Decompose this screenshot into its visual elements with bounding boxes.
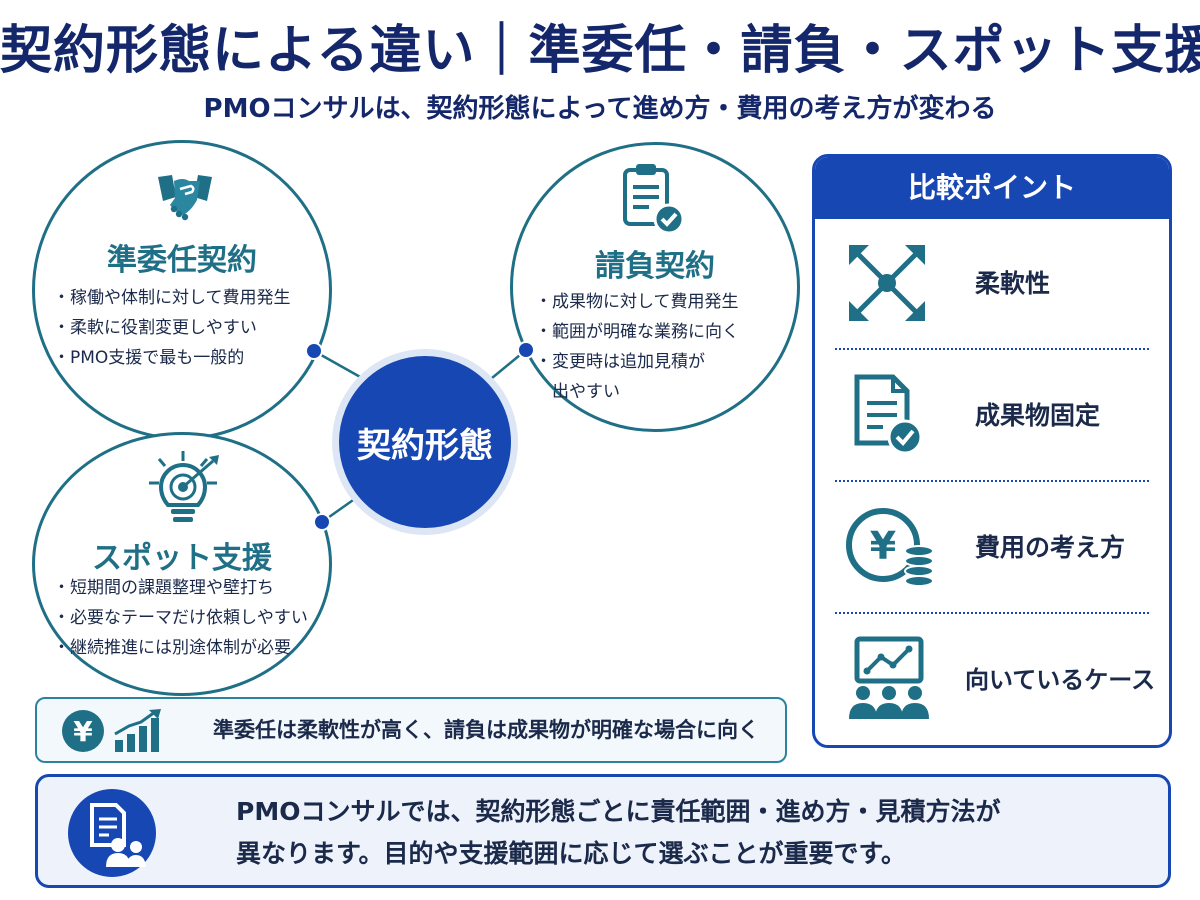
- handshake-icon: [155, 167, 215, 231]
- banner-text: 準委任は柔軟性が高く、請負は成果物が明確な場合に向く: [213, 718, 759, 742]
- divider: [835, 612, 1149, 614]
- connector-junin: [313, 349, 363, 380]
- expand-arrows-icon: [843, 239, 931, 331]
- spot-points: 短期間の課題整理や壁打ち 必要なテーマだけ依頼しやすい 継続推進には別途体制が必…: [53, 573, 308, 663]
- document-people-icon: [66, 787, 158, 883]
- comparison-item-suitable-case: 向いているケース: [815, 615, 1169, 745]
- spot-support-circle: スポット支援 短期間の課題整理や壁打ち 必要なテーマだけ依頼しやすい 継続推進に…: [32, 432, 332, 696]
- yen-growth-icon: ¥: [55, 708, 195, 758]
- document-check-icon: [843, 371, 931, 463]
- comparison-label: 柔軟性: [975, 269, 1051, 298]
- list-item: 範囲が明確な業務に向く: [535, 317, 739, 347]
- clipboard-check-icon: [615, 161, 693, 243]
- list-item: 成果物に対して費用発生: [535, 287, 739, 317]
- page-title: 契約形態による違い｜準委任・請負・スポット支援: [0, 21, 1200, 81]
- center-label: 契約形態: [357, 425, 493, 466]
- svg-text:¥: ¥: [870, 524, 896, 568]
- divider: [835, 348, 1149, 350]
- junin-contract-circle: 準委任契約 稼働や体制に対して費用発生 柔軟に役割変更しやすい PMO支援で最も…: [32, 140, 332, 440]
- comparison-item-fixed-deliverable: 成果物固定: [815, 351, 1169, 481]
- connector-dot-junin: [305, 342, 323, 360]
- center-node: 契約形態: [332, 349, 518, 535]
- junin-title: 準委任契約: [107, 243, 257, 278]
- list-item: 変更時は追加見積が: [535, 347, 739, 377]
- comparison-label: 費用の考え方: [975, 533, 1126, 562]
- comparison-panel: 比較ポイント 柔軟性: [812, 154, 1172, 748]
- yen-coins-icon: ¥: [843, 503, 939, 595]
- comparison-item-flexibility: 柔軟性: [815, 219, 1169, 349]
- comparison-heading: 比較ポイント: [815, 157, 1169, 219]
- list-item: PMO支援で最も一般的: [53, 343, 291, 373]
- key-point-banner: ¥ 準委任は柔軟性が高く、請負は成果物が明確な場合に向く: [35, 697, 787, 763]
- list-item: 出やすい: [552, 382, 620, 402]
- spot-title: スポット支援: [92, 541, 272, 576]
- target-lightbulb-icon: [135, 449, 231, 533]
- list-item: 短期間の課題整理や壁打ち: [53, 573, 308, 603]
- list-item: 必要なテーマだけ依頼しやすい: [53, 603, 308, 633]
- list-item: 柔軟に役割変更しやすい: [53, 313, 291, 343]
- connector-dot-ukeoi: [517, 341, 535, 359]
- summary-line: 異なります。目的や支援範囲に応じて選ぶことが重要です。: [236, 839, 907, 868]
- page-subtitle: PMOコンサルは、契約形態によって進め方・費用の考え方が変わる: [203, 94, 997, 124]
- comparison-item-cost: ¥ 費用の考え方: [815, 483, 1169, 613]
- connector-dot-spot: [313, 513, 331, 531]
- summary-line: PMOコンサルでは、契約形態ごとに責任範囲・進め方・見積方法が: [236, 797, 1001, 826]
- comparison-label: 成果物固定: [975, 401, 1101, 430]
- summary-box: PMOコンサルでは、契約形態ごとに責任範囲・進め方・見積方法が 異なります。目的…: [35, 774, 1171, 888]
- list-item: 稼働や体制に対して費用発生: [53, 283, 291, 313]
- ukeoi-contract-circle: 請負契約 成果物に対して費用発生 範囲が明確な業務に向く 変更時は追加見積が 出…: [510, 142, 800, 432]
- ukeoi-title: 請負契約: [595, 249, 715, 284]
- junin-points: 稼働や体制に対して費用発生 柔軟に役割変更しやすい PMO支援で最も一般的: [53, 283, 291, 373]
- summary-text: PMOコンサルでは、契約形態ごとに責任範囲・進め方・見積方法が 異なります。目的…: [236, 791, 1000, 875]
- ukeoi-points: 成果物に対して費用発生 範囲が明確な業務に向く 変更時は追加見積が 出やすい: [535, 287, 739, 407]
- divider: [835, 480, 1149, 482]
- comparison-label: 向いているケース: [965, 666, 1156, 694]
- presentation-team-icon: [843, 635, 939, 727]
- svg-text:¥: ¥: [73, 715, 93, 748]
- list-item: 継続推進には別途体制が必要: [53, 633, 308, 663]
